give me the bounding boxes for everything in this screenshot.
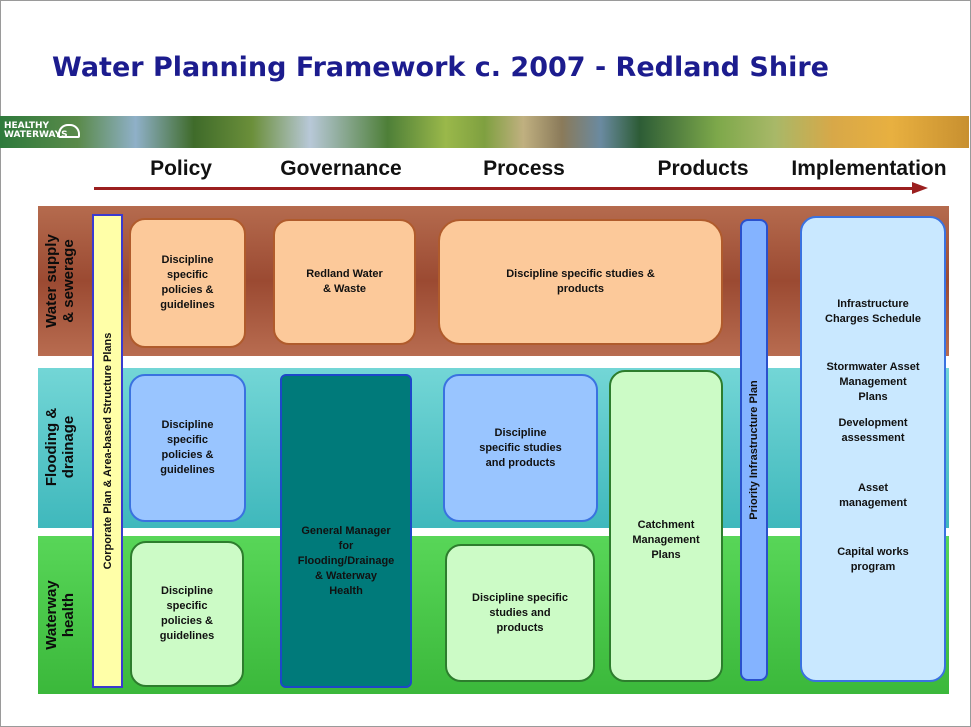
logo-wave-icon — [58, 124, 80, 138]
arrow-right-icon — [912, 182, 928, 194]
corporate-plan-bar: Corporate Plan & Area-based Structure Pl… — [92, 214, 123, 688]
logo-line-1: HEALTHY — [4, 121, 50, 131]
row-label-water-supply: Water supply& sewerage — [43, 234, 77, 328]
row-label-flooding: Flooding &drainage — [43, 407, 77, 487]
phase-process: Process — [483, 157, 565, 180]
phase-governance: Governance — [280, 157, 402, 180]
water-process-box: Discipline specific studies &products — [438, 219, 723, 345]
healthy-waterways-logo: HEALTHY WATERWAYS — [4, 122, 68, 140]
page-title: Water Planning Framework c. 2007 - Redla… — [52, 52, 829, 83]
corporate-plan-label: Corporate Plan & Area-based Structure Pl… — [101, 332, 114, 570]
implementation-box — [800, 216, 946, 682]
priority-infrastructure-label: Priority Infrastructure Plan — [748, 380, 760, 520]
phase-policy: Policy — [150, 157, 212, 180]
timeline-arrow-line — [94, 187, 916, 190]
photo-banner: HEALTHY WATERWAYS — [0, 116, 969, 148]
phase-products: Products — [657, 157, 749, 180]
water-governance-box: Redland Water& Waste — [273, 219, 416, 345]
priority-infrastructure-bar: Priority Infrastructure Plan — [740, 219, 768, 681]
logo-line-2: WATERWAYS — [4, 130, 68, 140]
phase-implementation: Implementation — [791, 157, 947, 180]
